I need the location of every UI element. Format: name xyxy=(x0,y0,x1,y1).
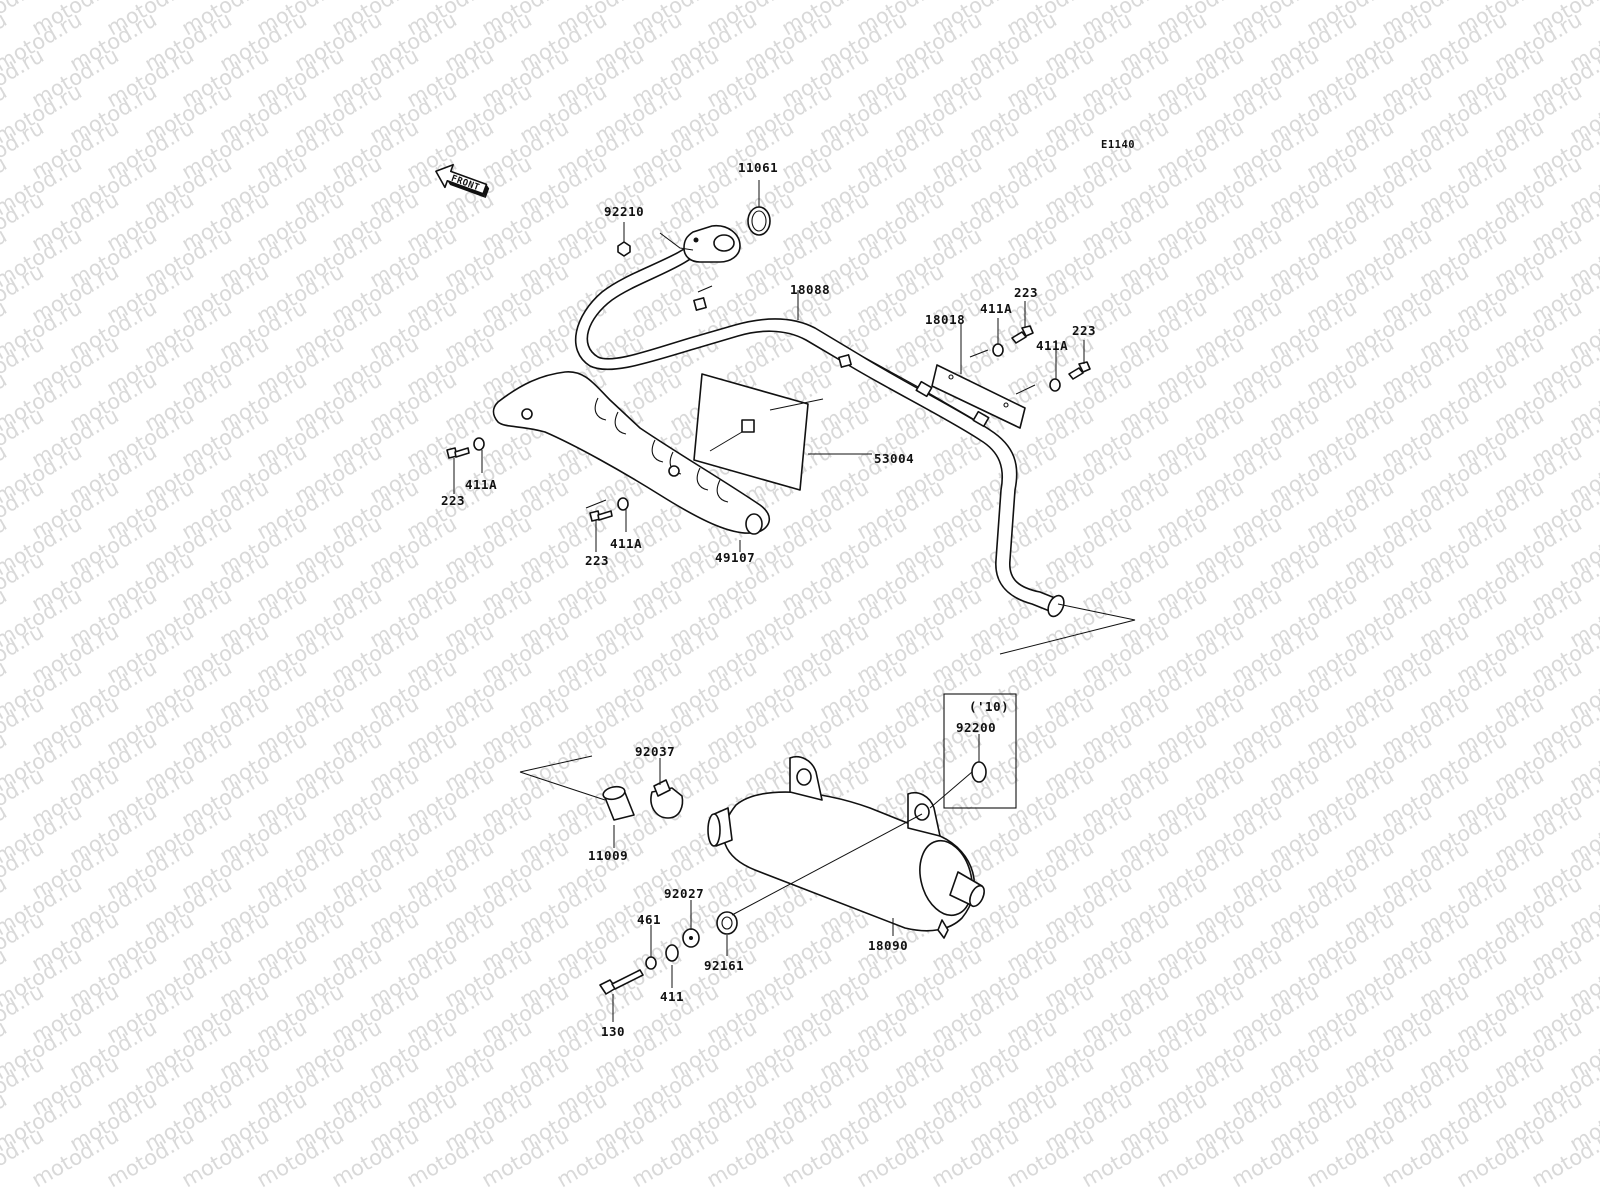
label-130: 130 xyxy=(601,1024,625,1039)
exhaust-flange xyxy=(683,224,741,263)
label-411A: 411A xyxy=(980,301,1012,316)
label-411: 411 xyxy=(660,989,684,1004)
collar-92027 xyxy=(682,928,700,948)
label-223: 223 xyxy=(1072,323,1096,338)
label-18088: 18088 xyxy=(790,282,830,297)
washer-411 xyxy=(665,944,679,962)
bolt-223 xyxy=(446,447,470,459)
label-18018: 18018 xyxy=(925,312,965,327)
washer-411A xyxy=(992,343,1004,357)
label-92200: 92200 xyxy=(956,720,996,735)
label-year-note: ('10) xyxy=(969,699,1009,714)
label-461: 461 xyxy=(637,912,661,927)
label-49107: 49107 xyxy=(715,550,755,565)
diagram-code: E1140 xyxy=(1101,139,1135,151)
label-411A: 411A xyxy=(1036,338,1068,353)
washer-92200 xyxy=(971,761,987,783)
label-223: 223 xyxy=(441,493,465,508)
label-223: 223 xyxy=(585,553,609,568)
label-411A: 411A xyxy=(465,477,497,492)
label-223: 223 xyxy=(1014,285,1038,300)
label-53004: 53004 xyxy=(874,451,914,466)
label-11061: 11061 xyxy=(738,160,778,175)
washer-411A xyxy=(473,437,485,451)
label-18090: 18090 xyxy=(868,938,908,953)
label-411A: 411A xyxy=(610,536,642,551)
washer-461 xyxy=(645,956,657,970)
label-92037: 92037 xyxy=(635,744,675,759)
washer-411A xyxy=(1049,378,1061,392)
label-92161: 92161 xyxy=(704,958,744,973)
label-92027: 92027 xyxy=(664,886,704,901)
grommet-92161 xyxy=(716,911,738,935)
label-92210: 92210 xyxy=(604,204,644,219)
label-11009: 11009 xyxy=(588,848,628,863)
nut-92210 xyxy=(617,241,631,257)
